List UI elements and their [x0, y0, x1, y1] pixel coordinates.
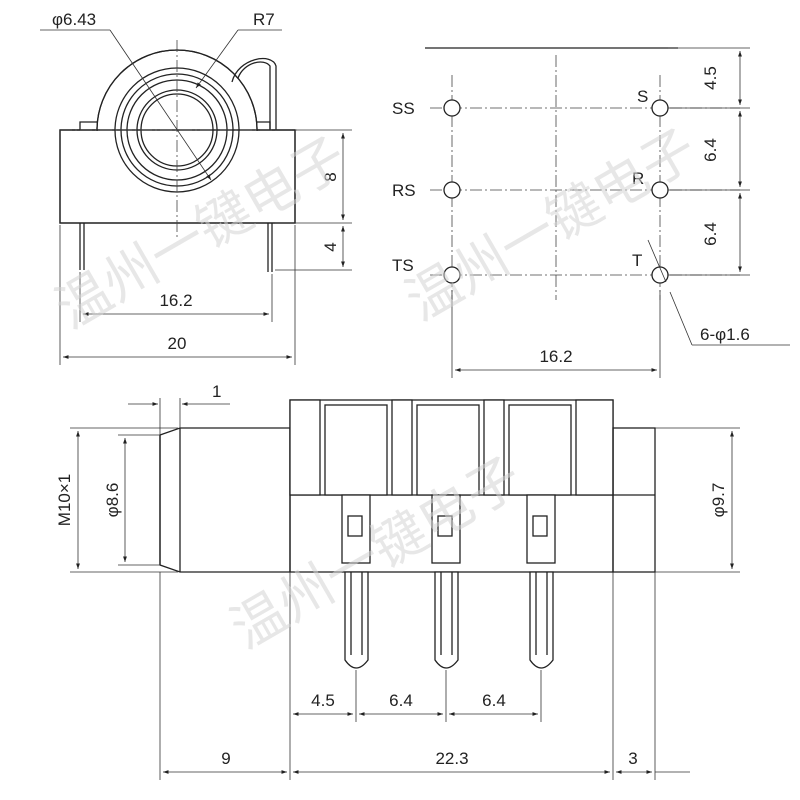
side-dim-3: 3 — [628, 749, 637, 768]
pin-layout-view: SS S RS R TS T 4.5 6.4 6.4 16.2 6-φ1.6 — [392, 47, 790, 378]
pin-dim-4-5: 4.5 — [701, 66, 720, 90]
pin-hole-note: 6-φ1.6 — [700, 325, 750, 344]
side-dim-1: 1 — [212, 382, 221, 401]
front-dim-8: 8 — [321, 172, 340, 181]
pin-dim-6-4-a: 6.4 — [701, 138, 720, 162]
pin-hole-ss — [443, 99, 461, 117]
pin-label-ts: TS — [392, 256, 414, 275]
pin-label-s: S — [637, 87, 648, 106]
side-pin-dim-4-5: 4.5 — [311, 691, 335, 710]
terminal-2 — [431, 494, 461, 669]
front-dim-4: 4 — [321, 242, 340, 251]
pin-dim-16-2: 16.2 — [539, 347, 572, 366]
side-dia-9-7: φ9.7 — [709, 483, 728, 518]
side-pin-dim-6-4-b: 6.4 — [482, 691, 506, 710]
pin-hole-s — [651, 99, 669, 117]
side-dim-9: 9 — [221, 749, 230, 768]
pin-label-ss: SS — [392, 99, 415, 118]
side-thread-label: M10×1 — [55, 474, 74, 526]
pin-label-r: R — [632, 169, 644, 188]
front-radius-label: R7 — [253, 10, 275, 29]
pin-label-t: T — [632, 251, 642, 270]
front-dim-20: 20 — [168, 334, 187, 353]
side-pin-dim-6-4-a: 6.4 — [389, 691, 413, 710]
pin-hole-ts — [443, 266, 461, 284]
front-hole-diameter-label: φ6.43 — [52, 10, 96, 29]
front-view: φ6.43 R7 8 4 16.2 20 — [40, 10, 352, 365]
side-view: 1 M10×1 φ8.6 φ9.7 4.5 6.4 6.4 — [55, 382, 740, 780]
terminal-1 — [341, 494, 371, 669]
pin-label-rs: RS — [392, 181, 416, 200]
front-dim-16-2: 16.2 — [159, 291, 192, 310]
side-dia-8-6: φ8.6 — [103, 483, 122, 518]
pin-dim-6-4-b: 6.4 — [701, 222, 720, 246]
terminal-3 — [526, 494, 556, 669]
side-dim-22-3: 22.3 — [435, 749, 468, 768]
pin-hole-rs — [443, 181, 461, 199]
